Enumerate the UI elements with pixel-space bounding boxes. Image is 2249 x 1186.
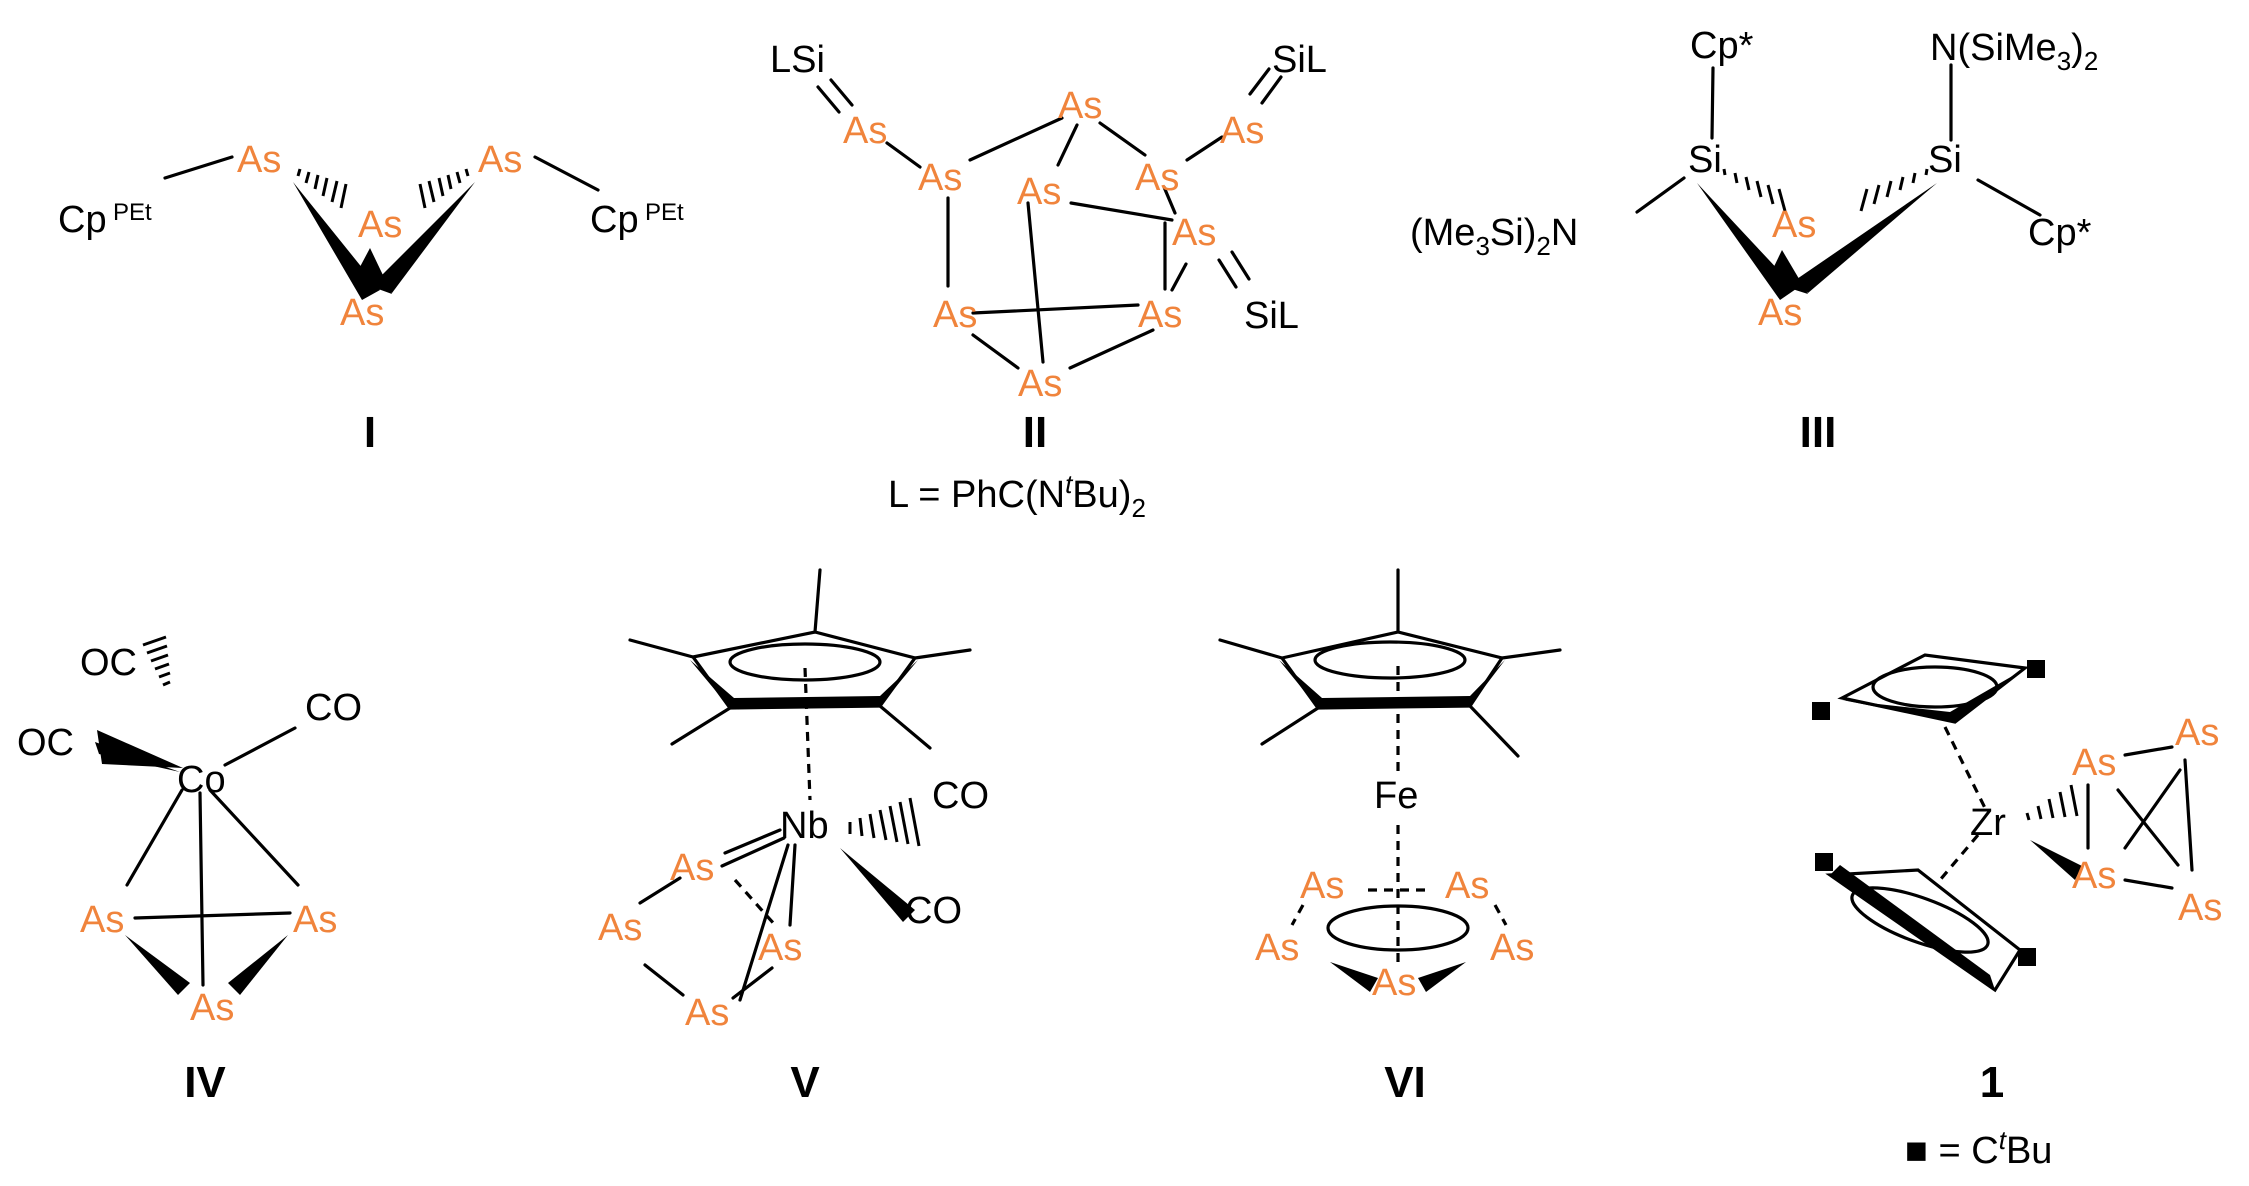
tert-butyl-square: [1812, 702, 1830, 720]
arsenic-atom: As: [843, 110, 887, 152]
arsenic-atom: As: [1300, 865, 1344, 907]
compound-label: I: [364, 408, 376, 457]
cpstar-ligand: Cp*: [1690, 25, 1754, 67]
oc-ligand: OC: [80, 642, 137, 684]
ligand-definition: L = PhC(NtBu)2: [888, 469, 1146, 523]
cp-ligand: Cp: [58, 199, 107, 241]
compound-VI: Fe As As As As As VI: [1218, 568, 1562, 1107]
compound-1: Zr As As As As 1 ■ = CtBu: [1812, 653, 2222, 1172]
silicon-atom: Si: [1928, 139, 1962, 181]
arsenic-atom: As: [190, 987, 234, 1029]
arsenic-atom: As: [598, 907, 642, 949]
cp-superscript: PEt: [645, 199, 684, 226]
cp-superscript: PEt: [113, 199, 152, 226]
arsenic-atom: As: [2178, 887, 2222, 929]
compound-I: As As As As Cp PEt Cp PEt I: [58, 139, 684, 457]
arsenic-atom: As: [685, 992, 729, 1034]
arsenic-atom: As: [1490, 927, 1534, 969]
sil-ligand: SiL: [1272, 39, 1327, 81]
arsenic-atom: As: [2072, 742, 2116, 784]
arsenic-atom: As: [237, 139, 281, 181]
niobium-atom: Nb: [780, 805, 829, 847]
arsenic-atom: As: [358, 204, 402, 246]
arsenic-atom: As: [1138, 294, 1182, 336]
zirconium-atom: Zr: [1970, 802, 2006, 844]
arsenic-atom: As: [80, 899, 124, 941]
arsenic-atom: As: [2072, 855, 2116, 897]
bis-trimethylsilylamide: N(SiMe3)2: [1930, 27, 2098, 76]
compound-label: 1: [1980, 1058, 2004, 1107]
co-ligand: CO: [932, 775, 989, 817]
arsenic-atom: As: [933, 294, 977, 336]
cobalt-atom: Co: [177, 759, 226, 801]
tert-butyl-square: [1815, 853, 1833, 871]
arsenic-atom: As: [1135, 157, 1179, 199]
lsi-ligand: LSi: [770, 39, 825, 81]
sil-ligand: SiL: [1244, 295, 1299, 337]
compound-III: Si Si As As Cp* Cp* N(SiMe3)2 (Me3Si)2N …: [1410, 25, 2098, 457]
arsenic-atom: As: [918, 157, 962, 199]
arsenic-atom: As: [758, 927, 802, 969]
compound-label: III: [1800, 408, 1837, 457]
arsenic-atom: As: [1372, 962, 1416, 1004]
tert-butyl-square: [2018, 948, 2036, 966]
compound-label: VI: [1384, 1058, 1426, 1107]
arsenic-atom: As: [1758, 292, 1802, 334]
silicon-atom: Si: [1688, 139, 1722, 181]
co-ligand: CO: [905, 890, 962, 932]
compound-label: IV: [184, 1058, 226, 1107]
co-ligand: CO: [305, 687, 362, 729]
compound-label: II: [1023, 408, 1047, 457]
compound-II: LSi SiL SiL As As As As As As As As As A…: [770, 39, 1327, 523]
compound-IV: Co OC OC CO As As As IV: [17, 635, 362, 1107]
arsenic-atom: As: [340, 292, 384, 334]
cpstar-ligand: Cp*: [2028, 212, 2092, 254]
arsenic-atom: As: [1220, 110, 1264, 152]
compound-V: Nb CO CO As As As As V: [598, 568, 989, 1107]
arsenic-atom: As: [1772, 204, 1816, 246]
arsenic-atom: As: [1445, 865, 1489, 907]
arsenic-atom: As: [1017, 171, 1061, 213]
arsenic-atom: As: [1018, 363, 1062, 405]
oc-ligand: OC: [17, 722, 74, 764]
compound-label: V: [790, 1058, 820, 1107]
tert-butyl-definition: ■ = CtBu: [1905, 1125, 2052, 1172]
bis-trimethylsilylamide: (Me3Si)2N: [1410, 212, 1578, 261]
arsenic-atom: As: [2175, 712, 2219, 754]
arsenic-atom: As: [293, 899, 337, 941]
arsenic-atom: As: [670, 847, 714, 889]
arsenic-atom: As: [1172, 212, 1216, 254]
tert-butyl-square: [2027, 660, 2045, 678]
iron-atom: Fe: [1374, 775, 1418, 817]
cp-ligand: Cp: [590, 199, 639, 241]
arsenic-atom: As: [1058, 85, 1102, 127]
arsenic-atom: As: [1255, 927, 1299, 969]
arsenic-atom: As: [478, 139, 522, 181]
